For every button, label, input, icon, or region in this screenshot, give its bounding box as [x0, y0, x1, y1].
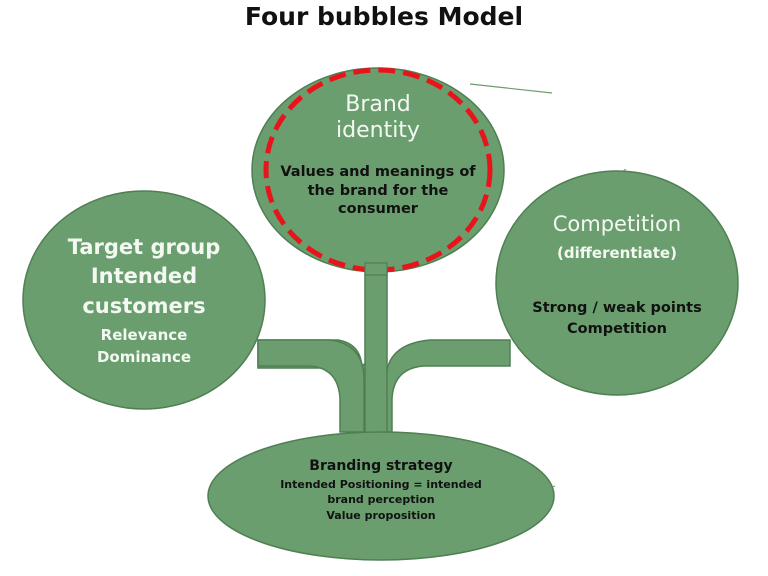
- branding-strategy-heading: Branding strategy: [309, 458, 453, 474]
- connector-right-curve: [385, 339, 511, 433]
- competition-heading-line-1: Competition: [552, 212, 682, 236]
- target-group-body: Relevance Dominance: [44, 325, 244, 369]
- target-group-heading-line-3: customers: [82, 293, 206, 318]
- brand-identity-body-line-2: the brand for the: [307, 182, 449, 199]
- target-group-body-line-2: Dominance: [96, 347, 192, 366]
- competition-body: Strong / weak points Competition: [505, 298, 729, 340]
- target-group-heading-line-1: Target group: [67, 235, 221, 259]
- connector-left-curve: [257, 339, 365, 433]
- brand-identity-body-line-1: Values and meanings of: [280, 164, 476, 180]
- brand-identity-heading: Brand identity: [278, 92, 478, 145]
- target-group-bubble: [22, 190, 266, 410]
- branding-strategy-body: Intended Positioning = intended brand pe…: [261, 477, 501, 523]
- competition-heading: Competition: [517, 212, 717, 237]
- target-group-heading-line-2: Intended: [90, 264, 198, 289]
- competition-bubble: [495, 170, 739, 396]
- branding-strategy-body-line-3: Value proposition: [326, 508, 436, 522]
- target-group-body-line-1: Relevance: [100, 326, 188, 344]
- branding-strategy-bubble: [207, 431, 555, 561]
- brand-identity-body: Values and meanings of the brand for the…: [268, 163, 488, 219]
- brand-identity-body-line-3: consumer: [338, 201, 418, 218]
- competition-body-line-1: Strong / weak points: [532, 300, 702, 316]
- competition-body-line-2: Competition: [566, 321, 667, 338]
- branding-strategy-body-line-1: Intended Positioning = intended: [280, 478, 482, 491]
- competition-subheading: (differentiate): [557, 244, 677, 262]
- target-group-heading: Target group Intended customers: [44, 233, 244, 321]
- pointer-line-top-right: [469, 83, 553, 94]
- connector-stem-top: [364, 262, 388, 276]
- branding-strategy-body-line-2: brand perception: [327, 493, 435, 507]
- diagram-title: Four bubbles Model: [244, 2, 524, 31]
- brand-identity-heading-line-1: Brand: [345, 92, 411, 117]
- connector-stem: [364, 262, 388, 442]
- brand-identity-heading-line-2: identity: [336, 118, 420, 144]
